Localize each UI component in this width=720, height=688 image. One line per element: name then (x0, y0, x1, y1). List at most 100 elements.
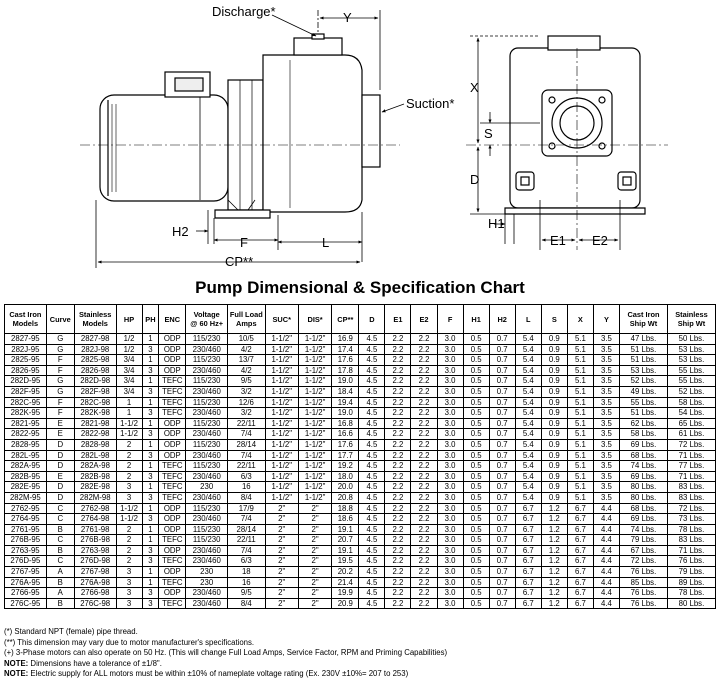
table-cell: 53 Lbs. (618, 364, 668, 377)
column-header: X (566, 304, 594, 334)
table-cell: 4.5 (358, 364, 386, 377)
table-cell: 0.9 (540, 343, 568, 356)
table-cell: 0.7 (488, 491, 516, 504)
table-cell: G (45, 385, 75, 398)
table-cell: C (45, 513, 75, 525)
table-cell: 1.2 (540, 597, 568, 610)
table-cell: 5.4 (514, 364, 542, 377)
table-cell: 2.2 (410, 491, 438, 504)
table-cell: A (45, 566, 75, 578)
table-cell: 4.4 (592, 555, 620, 568)
table-cell: 20.8 (331, 491, 360, 504)
table-cell: 6.7 (514, 544, 542, 557)
table-cell: 6.7 (566, 587, 594, 599)
table-cell: 4.5 (358, 417, 386, 430)
table-cell: 76 Lbs. (618, 597, 668, 610)
table-cell: 0.5 (462, 491, 490, 504)
table-cell: TEFC (158, 460, 187, 472)
table-cell: 1 (141, 566, 160, 578)
table-cell: 2.2 (410, 587, 438, 599)
table-cell: 3 (141, 343, 160, 356)
table-cell: 17.6 (331, 354, 360, 366)
table-cell: 4.4 (592, 576, 620, 589)
table-cell: 5.4 (514, 428, 542, 440)
table-cell: 51 Lbs. (618, 354, 668, 366)
table-cell: 282D-98 (73, 375, 117, 387)
table-cell: 1 (141, 438, 160, 451)
column-header: E2 (410, 304, 438, 334)
table-cell: 2.2 (410, 460, 438, 472)
table-cell: 2.2 (384, 534, 412, 546)
table-cell: 3.0 (436, 470, 464, 483)
table-cell: 68 Lbs. (618, 449, 668, 462)
table-cell: 18.0 (331, 470, 360, 483)
table-cell: 3.0 (436, 333, 464, 345)
table-cell: 5.1 (566, 460, 594, 472)
table-cell: 5.1 (566, 385, 594, 398)
table-cell: 18.4 (331, 385, 360, 398)
table-cell: 74 Lbs. (618, 460, 668, 472)
column-header-text: PH (145, 314, 156, 324)
table-cell: 18 (227, 566, 266, 578)
table-cell: 3/2 (227, 407, 266, 419)
table-cell: 5.1 (566, 396, 594, 409)
table-cell: 282J-98 (73, 343, 117, 356)
table-cell: 3.0 (436, 534, 464, 546)
table-cell: 1-1/2" (297, 375, 333, 387)
table-cell: 76 Lbs. (666, 555, 717, 568)
table-cell: 230/460 (185, 428, 229, 440)
table-cell: ODP (158, 333, 187, 345)
table-cell: ODP (158, 364, 187, 377)
table-cell: 16.9 (331, 333, 360, 345)
table-cell: 2821-95 (4, 417, 47, 430)
table-cell: 115/230 (185, 460, 229, 472)
table-cell: 1.2 (540, 544, 568, 557)
table-cell: 4.5 (358, 375, 386, 387)
table-cell: 1-1/2" (297, 449, 333, 462)
column-header-text: Curve (49, 314, 71, 324)
column-header: Curve (45, 304, 75, 334)
d-label: D (470, 172, 479, 187)
table-cell: 2 (115, 555, 143, 568)
table-cell: 115/230 (185, 333, 229, 345)
table-cell: 0.5 (462, 438, 490, 451)
table-cell: 1 (115, 407, 143, 419)
table-cell: 1.2 (540, 587, 568, 599)
table-cell: 18.6 (331, 513, 360, 525)
table-cell: 17.6 (331, 438, 360, 451)
table-cell: 230/460 (185, 587, 229, 599)
table-cell: 5.4 (514, 343, 542, 356)
table-cell: 2 (115, 438, 143, 451)
table-cell: 2.2 (410, 597, 438, 610)
table-cell: 89 Lbs. (666, 576, 717, 589)
table-cell: 282K-98 (73, 407, 117, 419)
table-cell: 0.5 (462, 385, 490, 398)
table-cell: 3/4 (115, 364, 143, 377)
table-cell: 0.9 (540, 449, 568, 462)
table-cell: 2 (115, 544, 143, 557)
table-cell: 282E-98 (73, 481, 117, 493)
table-cell: 55 Lbs. (666, 375, 717, 387)
table-cell: 19.1 (331, 544, 360, 557)
table-cell: 4.5 (358, 544, 386, 557)
table-cell: 230 (185, 481, 229, 493)
table-cell: ODP (158, 544, 187, 557)
table-cell: 2" (264, 597, 299, 610)
h2-label: H2 (172, 224, 189, 239)
table-cell: 6.7 (566, 502, 594, 515)
table-cell: 0.9 (540, 460, 568, 472)
table-cell: 6.7 (514, 502, 542, 515)
table-cell: 282D-95 (4, 375, 47, 387)
table-cell: 5.4 (514, 407, 542, 419)
table-cell: 2.2 (410, 502, 438, 515)
table-cell: 2763-95 (4, 544, 47, 557)
table-cell: 2821-98 (73, 417, 117, 430)
table-cell: 282M-95 (4, 491, 47, 504)
